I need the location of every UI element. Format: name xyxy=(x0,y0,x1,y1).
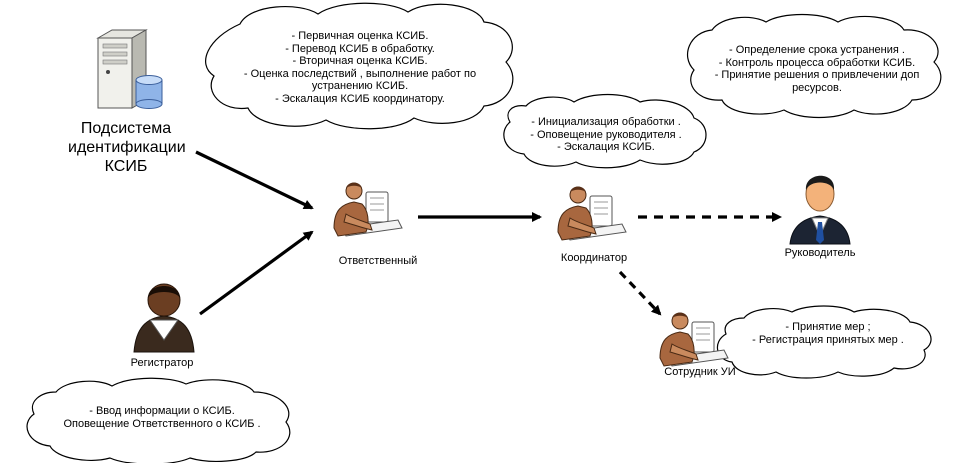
responsible-tasks-text: - Первичная оценка КСИБ. - Перевод КСИБ … xyxy=(214,30,506,105)
manager-task-line: - Контроль процесса обработки КСИБ. xyxy=(718,56,916,69)
registrar-tasks-text: - Ввод информации о КСИБ. Оповещение Отв… xyxy=(40,405,284,430)
responsible-worker-icon xyxy=(333,182,403,237)
responsible-task-line: - Вторичная оценка КСИБ. xyxy=(292,55,428,67)
coordinator-task-line: - Эскалация КСИБ. xyxy=(557,141,655,153)
coordinator-task-line: - Инициализация обработки . xyxy=(531,116,681,128)
arrow-subsystem-to-responsible xyxy=(195,150,314,210)
registrar-task-line: - Ввод информации о КСИБ. xyxy=(89,405,235,417)
coordinator-task-line: - Оповещение руководителя . xyxy=(530,128,682,141)
manager-task-line: ресурсов. xyxy=(792,81,842,94)
manager-task-line: - Принятие решения о привлечении доп xyxy=(714,69,920,81)
manager-person-icon xyxy=(789,175,851,245)
coordinator-tasks-text: - Инициализация обработки . - Оповещение… xyxy=(508,116,704,154)
staff-worker-icon xyxy=(659,312,729,367)
cloud-registrar-tasks xyxy=(26,377,291,463)
responsible-task-line: - Первичная оценка КСИБ. xyxy=(291,30,429,42)
server-icon xyxy=(96,29,163,109)
subsystem-label: Подсистема идентификации КСИБ xyxy=(68,120,186,175)
manager-task-line: - Определение срока устранения . xyxy=(729,44,905,56)
registrar-label: Регистратор xyxy=(130,357,194,369)
responsible-task-line: устранению КСИБ. xyxy=(311,80,409,92)
manager-tasks-text: - Определение срока устранения . - Контр… xyxy=(694,44,940,94)
staff-task-line: - Регистрация принятых мер . xyxy=(752,333,904,346)
responsible-label: Ответственный xyxy=(338,255,418,267)
manager-label: Руководитель xyxy=(784,247,856,259)
arrow-registrar-to-responsible xyxy=(199,230,314,316)
registrar-task-line: Оповещение Ответственного о КСИБ . xyxy=(63,417,261,430)
coordinator-worker-icon xyxy=(557,186,627,241)
responsible-task-line: - Эскалация КСИБ координатору. xyxy=(275,92,445,105)
responsible-task-line: - Оценка последствий , выполнение работ … xyxy=(243,67,477,80)
staff-label: Сотрудник УИ xyxy=(664,366,736,378)
staff-task-line: - Принятие мер ; xyxy=(785,321,871,333)
staff-tasks-text: - Принятие мер ; - Регистрация принятых … xyxy=(730,321,926,346)
arrow-coordinator-to-staff xyxy=(618,270,662,316)
responsible-task-line: - Перевод КСИБ в обработку. xyxy=(285,42,435,55)
coordinator-label: Координатор xyxy=(560,252,628,264)
cloud-responsible-tasks xyxy=(205,2,514,130)
cloud-manager-tasks xyxy=(686,13,942,119)
cloud-coordinator-tasks xyxy=(503,93,707,169)
registrar-person-icon xyxy=(133,283,195,353)
